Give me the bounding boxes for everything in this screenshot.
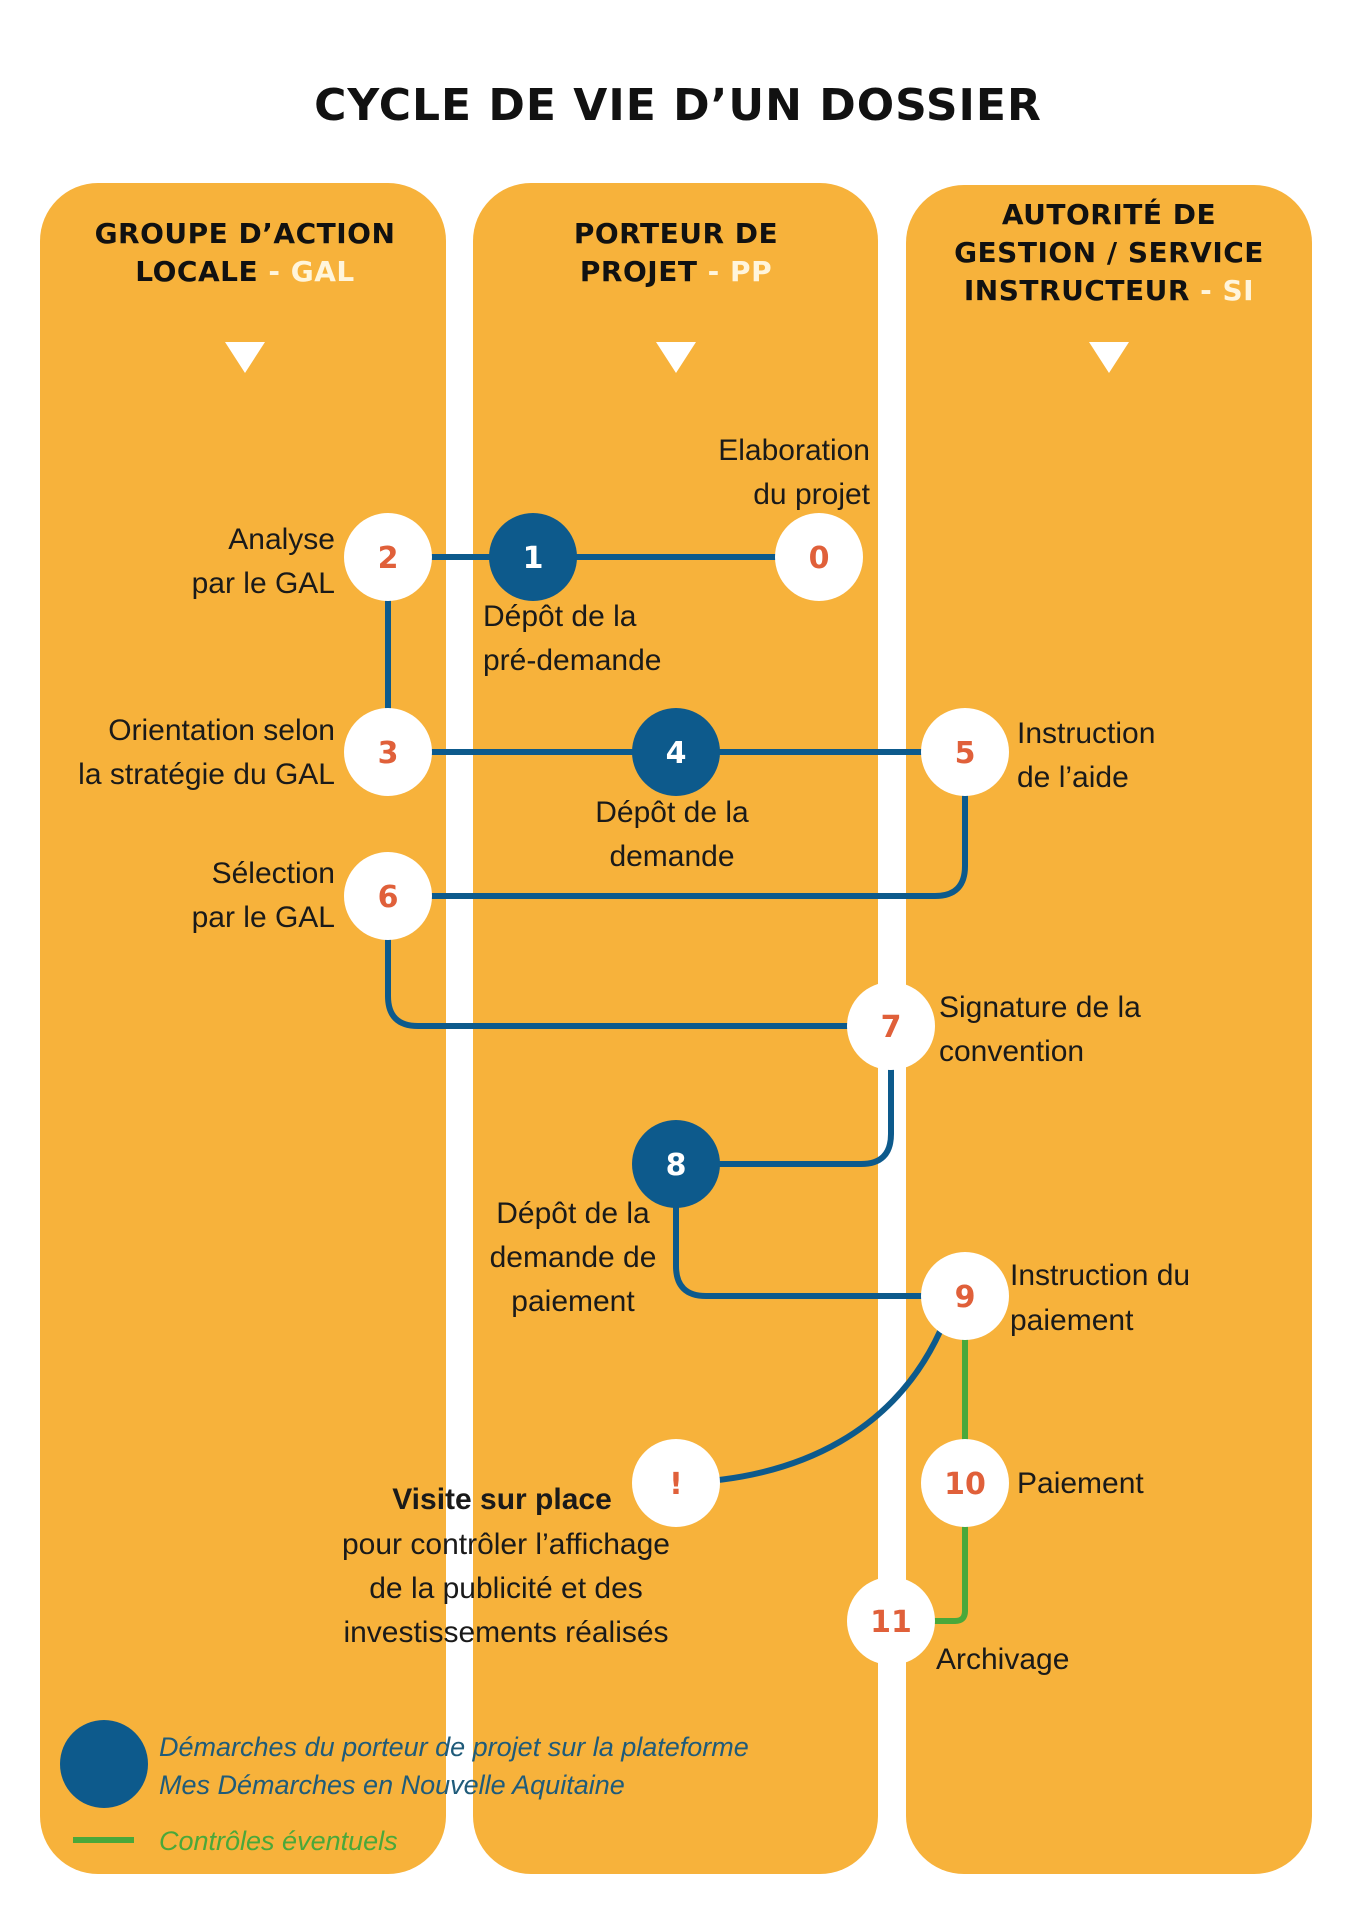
svg-text:7: 7 xyxy=(881,1010,902,1045)
step-10: 10 xyxy=(921,1439,1009,1527)
visit-label: de la publicité et des xyxy=(369,1572,643,1605)
step-2: 2 xyxy=(344,513,432,601)
svg-text:10: 10 xyxy=(944,1467,986,1502)
down-arrow-icon xyxy=(656,342,696,373)
step-8: 8 xyxy=(632,1120,720,1208)
step-4-label: Dépôt de la xyxy=(595,796,749,829)
step-8-label: Dépôt de la xyxy=(496,1197,650,1230)
step-labels: Elaboration du projet Dépôt de la pré-de… xyxy=(78,434,1190,1676)
step-7: 7 xyxy=(847,982,935,1070)
step-0: 0 xyxy=(775,513,863,601)
svg-text:9: 9 xyxy=(955,1280,976,1315)
step-9-label: Instruction du xyxy=(1010,1259,1190,1292)
column-header-pp-line2: PROJET - PP xyxy=(580,255,772,288)
step-7-label: Signature de la xyxy=(939,991,1141,1024)
step-10-label: Paiement xyxy=(1017,1467,1144,1500)
step-3-label: la stratégie du GAL xyxy=(78,758,335,791)
legend: Démarches du porteur de projet sur la pl… xyxy=(60,1720,749,1856)
step-0-label: du projet xyxy=(753,478,870,511)
step-4: 4 xyxy=(632,708,720,796)
visit-label-title: Visite sur place xyxy=(392,1483,612,1516)
svg-text:!: ! xyxy=(669,1467,683,1502)
step-8-label: paiement xyxy=(511,1285,635,1318)
svg-text:1: 1 xyxy=(523,541,544,576)
step-6-label: Sélection xyxy=(212,857,335,890)
page-title: CYCLE DE VIE D’UN DOSSIER xyxy=(314,80,1042,131)
column-header-si-line2: GESTION / SERVICE xyxy=(954,236,1264,269)
step-5: 5 xyxy=(921,708,1009,796)
step-11-label: Archivage xyxy=(936,1643,1069,1676)
down-arrow-icon xyxy=(225,342,265,373)
step-0-label: Elaboration xyxy=(718,434,870,467)
step-2-label: par le GAL xyxy=(192,567,335,600)
legend-blue-dot-icon xyxy=(60,1720,148,1808)
step-4-label: demande xyxy=(609,840,734,873)
step-1-label: pré-demande xyxy=(483,644,661,677)
step-5-label: Instruction xyxy=(1017,717,1155,750)
step-5-label: de l’aide xyxy=(1017,761,1129,794)
column-header-gal-line2: LOCALE - GAL xyxy=(135,255,354,288)
step-1-label: Dépôt de la xyxy=(483,600,637,633)
legend-blue-text: Démarches du porteur de projet sur la pl… xyxy=(159,1732,749,1762)
control-line xyxy=(891,1296,968,1624)
svg-text:11: 11 xyxy=(870,1605,912,1640)
step-1: 1 xyxy=(489,513,577,601)
column-header-si-line3: INSTRUCTEUR - SI xyxy=(964,274,1254,307)
svg-text:2: 2 xyxy=(378,541,399,576)
visit-label: investissements réalisés xyxy=(343,1616,668,1649)
step-9-label: paiement xyxy=(1010,1304,1134,1337)
step-2-label: Analyse xyxy=(228,523,335,556)
column-header-pp: PORTEUR DE xyxy=(574,217,778,250)
column-si xyxy=(906,185,1312,1874)
visit-label: pour contrôler l’affichage xyxy=(342,1528,670,1561)
column-gal xyxy=(40,183,446,1874)
column-header-si: AUTORITÉ DE xyxy=(1002,197,1216,231)
down-arrow-icon xyxy=(1089,342,1129,373)
svg-text:8: 8 xyxy=(666,1148,687,1183)
step-3-label: Orientation selon xyxy=(108,714,335,747)
step-8-label: demande de xyxy=(490,1241,657,1274)
step-3: 3 xyxy=(344,708,432,796)
column-header-gal: GROUPE D’ACTION xyxy=(95,217,396,250)
step-9: 9 xyxy=(921,1252,1009,1340)
legend-blue-text: Mes Démarches en Nouvelle Aquitaine xyxy=(159,1770,625,1800)
legend-green-text: Contrôles éventuels xyxy=(159,1826,398,1856)
step-11: 11 xyxy=(847,1577,935,1665)
svg-text:3: 3 xyxy=(378,736,399,771)
svg-text:5: 5 xyxy=(955,736,976,771)
flow-lines xyxy=(385,554,968,1486)
svg-text:4: 4 xyxy=(666,736,687,771)
svg-text:0: 0 xyxy=(809,541,830,576)
step-7-label: convention xyxy=(939,1035,1084,1068)
step-6-label: par le GAL xyxy=(192,901,335,934)
svg-text:6: 6 xyxy=(378,880,399,915)
step-visit: ! xyxy=(632,1439,720,1527)
step-6: 6 xyxy=(344,852,432,940)
